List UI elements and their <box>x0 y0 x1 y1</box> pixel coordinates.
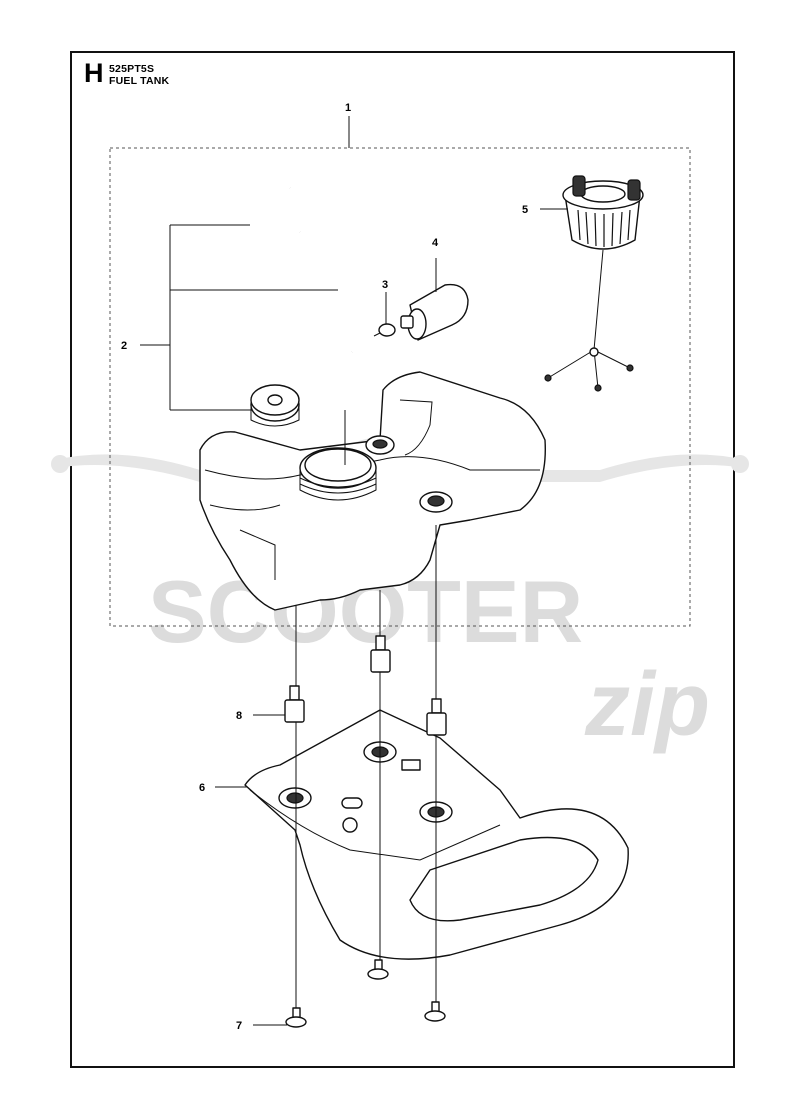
callout-4: 4 <box>432 237 439 249</box>
callout-labels: 1 2 3 4 5 6 7 8 <box>121 102 528 1032</box>
screws <box>285 959 446 1028</box>
callout-3: 3 <box>382 279 388 291</box>
section-letter: H <box>84 58 104 88</box>
fuel-filter <box>400 258 469 341</box>
assembly-lines <box>295 410 437 1008</box>
watermark-script: zip <box>584 655 710 755</box>
tank-mount-handle <box>244 709 629 960</box>
hose-clamp <box>373 323 396 337</box>
callout-1: 1 <box>345 102 351 114</box>
studs <box>284 635 447 736</box>
leader-lines <box>140 116 568 1026</box>
fuel-hoses <box>243 176 354 385</box>
callout-8: 8 <box>236 710 242 722</box>
callout-2: 2 <box>121 340 127 352</box>
model-code: 525PT5S <box>109 63 155 75</box>
grommet <box>250 384 300 427</box>
callout-5: 5 <box>522 204 528 216</box>
diagram-frame <box>70 51 735 1068</box>
fuel-tank <box>199 371 546 611</box>
callout-6: 6 <box>199 782 205 794</box>
section-title: FUEL TANK <box>109 75 170 87</box>
assembly-group-box <box>109 147 691 627</box>
callout-7: 7 <box>236 1020 242 1032</box>
fuel-cap-assembly <box>544 175 644 392</box>
